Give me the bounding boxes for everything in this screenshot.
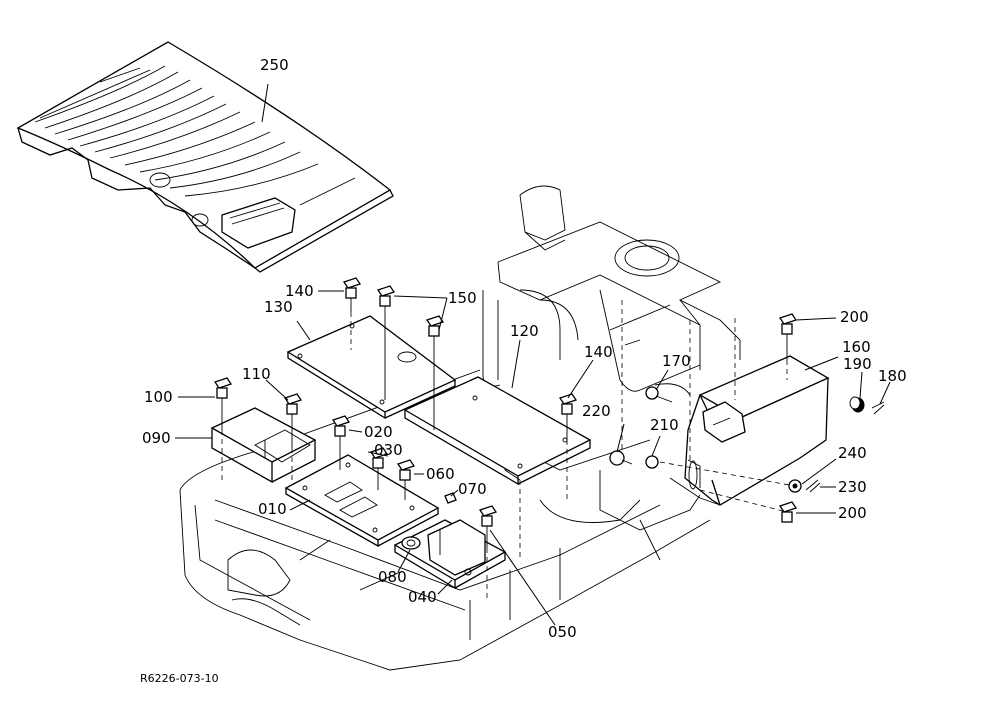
figure-code: R6226-073-10: [140, 672, 219, 685]
assembly-lines: [221, 300, 796, 600]
engine-housing: [482, 185, 741, 396]
bolt-100: [213, 377, 233, 430]
bolt-150-left: [376, 285, 396, 400]
label-060: 060: [426, 465, 455, 483]
label-100: 100: [144, 388, 173, 406]
label-140-mid: 140: [584, 343, 613, 361]
cover-160[interactable]: [669, 355, 830, 506]
plate-010[interactable]: [284, 454, 440, 548]
label-110: 110: [242, 365, 271, 383]
bolt-200-bottom: [778, 501, 798, 523]
grommet-080: [401, 536, 421, 550]
label-030: 030: [374, 441, 403, 459]
label-040: 040: [408, 588, 437, 606]
label-080: 080: [378, 568, 407, 586]
bolt-220: [609, 450, 633, 466]
label-120: 120: [510, 322, 539, 340]
part-070: [444, 492, 457, 504]
label-160: 160: [842, 338, 871, 356]
label-250: 250: [260, 56, 289, 74]
label-240: 240: [838, 444, 867, 462]
part-labels: 250 140 130 150 120 140 170 200 160 190 …: [140, 56, 907, 685]
label-140-top: 140: [285, 282, 314, 300]
pin-230: [805, 479, 821, 493]
label-050: 050: [548, 623, 577, 641]
label-090: 090: [142, 429, 171, 447]
label-170: 170: [662, 352, 691, 370]
label-190: 190: [843, 355, 872, 373]
label-220: 220: [582, 402, 611, 420]
plate-120[interactable]: [403, 376, 592, 486]
bolt-020: [331, 415, 351, 470]
bolt-140-top: [342, 277, 362, 312]
label-200-bottom: 200: [838, 504, 867, 522]
bracket-090[interactable]: [210, 407, 317, 484]
label-200-top: 200: [840, 308, 869, 326]
bolt-200-top: [778, 313, 798, 360]
label-070: 070: [458, 480, 487, 498]
floor-mat-250[interactable]: [16, 41, 394, 273]
label-150: 150: [448, 289, 477, 307]
bolt-030: [369, 447, 389, 490]
machine-frame: [179, 369, 711, 671]
nut-210: [645, 455, 659, 469]
leader-lines: [175, 83, 891, 626]
bolts: [213, 277, 885, 550]
washer-190: [849, 396, 865, 413]
bolt-110: [283, 393, 303, 448]
label-010: 010: [258, 500, 287, 518]
cover-040[interactable]: [393, 519, 507, 590]
bolt-060: [396, 459, 416, 500]
bolt-050: [478, 505, 498, 548]
label-210: 210: [650, 416, 679, 434]
label-130: 130: [264, 298, 293, 316]
bolt-170: [645, 386, 673, 403]
pin-180: [871, 401, 885, 415]
bolt-150-right: [425, 315, 445, 430]
label-180: 180: [878, 367, 907, 385]
label-230: 230: [838, 478, 867, 496]
bolt-140-mid: [558, 393, 578, 440]
label-020: 020: [364, 423, 393, 441]
plate-130[interactable]: [286, 315, 457, 420]
